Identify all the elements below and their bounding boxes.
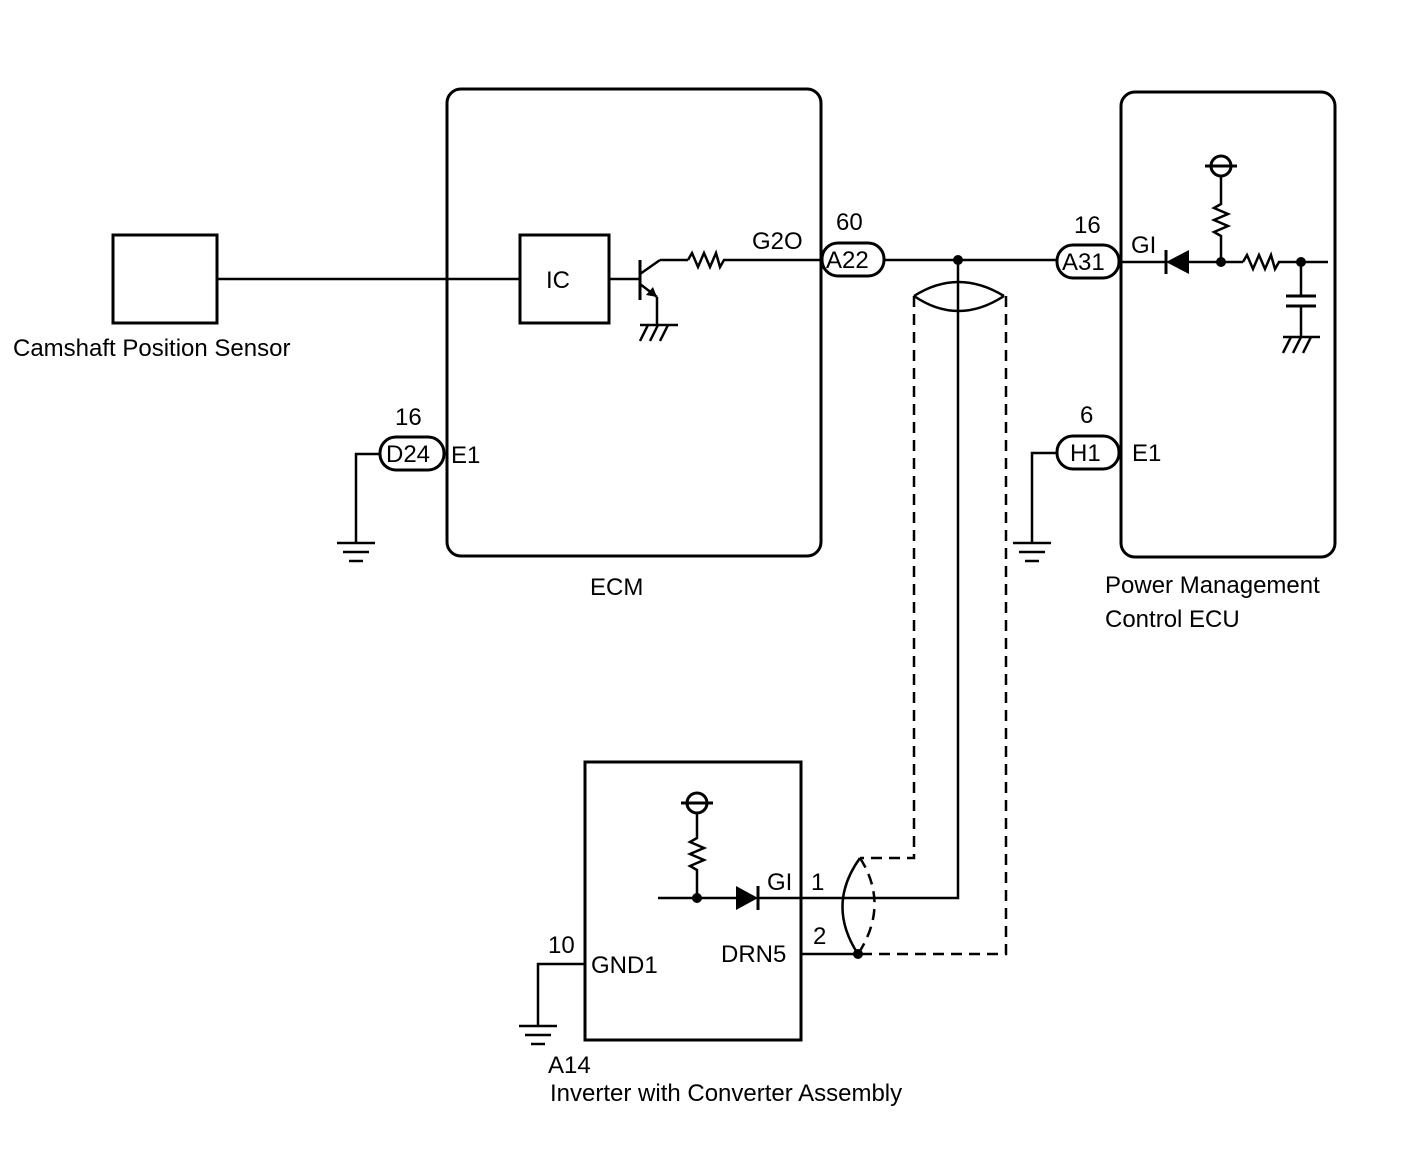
inverter-name-label: Inverter with Converter Assembly [550,1080,902,1107]
pmc-terminal-gi: GI [1131,232,1156,259]
pmc-series-resistor-icon [1241,251,1328,273]
pmc-supply-icon [1205,154,1237,178]
pmc-ground-wire [1030,451,1057,543]
ecm-terminal-e1: E1 [451,442,480,469]
inverter-pin-10: 10 [548,932,575,959]
ecm-label: ECM [590,574,643,601]
signal-to-inverter-wire [758,260,960,900]
ecm-terminal-g2o: G2O [752,228,803,255]
ecm-chassis-ground-icon [638,323,678,342]
pmc-chassis-ground-icon [1281,335,1320,354]
shield-lower-symbol [841,857,876,955]
connector-a31-code: A31 [1062,249,1105,276]
inverter-node-point [692,893,702,903]
ecm-resistor-icon [686,249,820,271]
inverter-box [583,760,803,1042]
connector-a31-pin: 16 [1074,212,1101,239]
inverter-terminal-drn5: DRN5 [721,941,786,968]
inverter-terminal-gnd1: GND1 [591,952,658,979]
ecm-ground-icon [337,541,375,563]
pmc-pullup-resistor-icon [1210,177,1232,262]
ecm-box [445,87,823,558]
inverter-ground-wire [536,962,585,1026]
inverter-pullup-resistor-icon [686,813,708,898]
inverter-terminal-gi: GI [767,869,792,896]
pmc-capacitor-icon [1286,262,1316,337]
inverter-ground-icon [519,1024,557,1046]
pmc-terminal-e1: E1 [1132,440,1161,467]
pmc-diode-icon [1164,250,1189,274]
inverter-pin-1: 1 [811,869,824,896]
ecm-ground-wire [354,452,380,543]
transistor-symbol [609,258,688,325]
inverter-code-label: A14 [548,1052,591,1079]
inverter-pin-2: 2 [813,923,826,950]
connector-d24-pin: 16 [395,404,422,431]
connector-h1-code: H1 [1070,440,1101,467]
connector-a22-code: A22 [826,247,869,274]
ic-label: IC [546,267,570,294]
pmc-ecu-label-1: Power Management [1105,572,1320,599]
inverter-supply-icon [681,791,713,815]
pmc-ecu-label-2: Control ECU [1105,606,1240,633]
camshaft-sensor-box [111,233,219,325]
pmc-ecu-box [1119,90,1337,559]
camshaft-sensor-label: Camshaft Position Sensor [13,335,290,362]
connector-h1-pin: 6 [1080,402,1093,429]
connector-d24-code: D24 [386,441,430,468]
connector-a22-pin: 60 [836,209,863,236]
inverter-diode-icon [736,886,760,910]
shield-upper-symbol [858,280,1008,956]
pmc-ground-icon [1013,541,1051,563]
